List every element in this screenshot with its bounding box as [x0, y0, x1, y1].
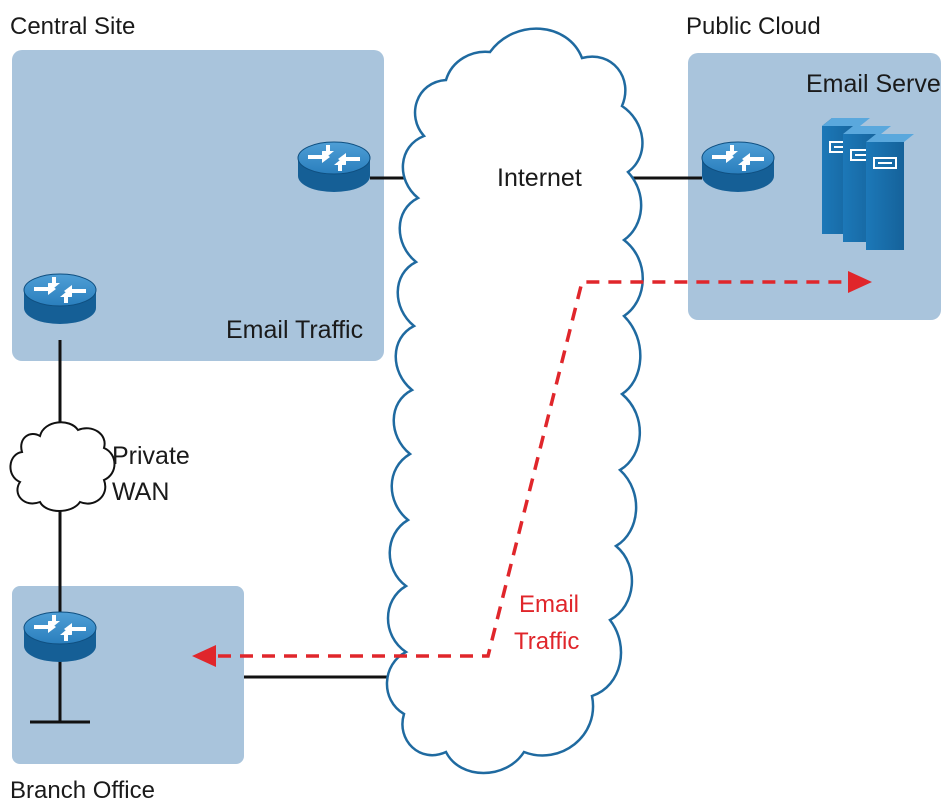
- central-edge-router-icon: [297, 141, 371, 193]
- central-wan-router-icon: [23, 273, 97, 325]
- public-cloud-label: Public Cloud: [686, 13, 821, 40]
- arrowhead-right-icon: [848, 271, 872, 293]
- email-traffic-flow-label-line2: Traffic: [514, 628, 579, 655]
- branch-router-icon: [23, 611, 97, 663]
- email-traffic-flow-line: [218, 280, 852, 658]
- arrowhead-left-icon: [192, 645, 216, 667]
- email-servers-label: Email Servers: [806, 70, 941, 98]
- central-site-label: Central Site: [10, 13, 135, 40]
- email-traffic-flow-label-line1: Email: [519, 591, 579, 618]
- private-wan-label-line2: WAN: [112, 478, 169, 506]
- public-cloud-box: [688, 53, 941, 320]
- private-wan-label-line1: Private: [112, 442, 190, 470]
- branch-office-label: Branch Office: [10, 777, 155, 804]
- central-site-box: [12, 50, 384, 361]
- cloud-router-icon: [701, 141, 775, 193]
- central-email-traffic-label: Email Traffic: [226, 316, 363, 344]
- internet-cloud-icon: [385, 27, 644, 775]
- private-wan-cloud-icon: [9, 421, 116, 512]
- internet-label: Internet: [497, 164, 582, 192]
